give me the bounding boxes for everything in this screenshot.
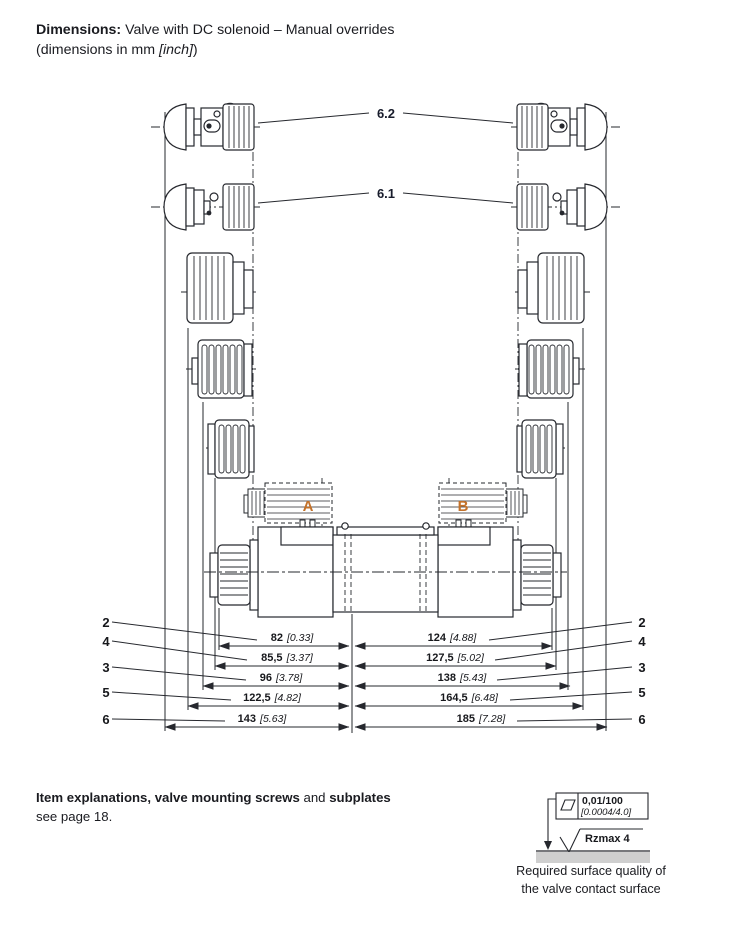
footer-note-line-1: Item explanations, valve mounting screws… xyxy=(36,788,391,807)
leader-arrow-icon xyxy=(544,841,552,850)
note-bold-1: Item explanations, valve mounting screws xyxy=(36,790,300,805)
manual-override-6-2 xyxy=(163,102,255,151)
item-number: 6 xyxy=(102,712,109,727)
surface-quality-symbol xyxy=(536,792,650,863)
subtitle-inch: [inch] xyxy=(159,42,193,58)
solenoid-coil-connector xyxy=(243,482,333,529)
callout-leaders xyxy=(111,112,633,722)
item-numbers-left: 2 4 3 5 6 xyxy=(102,615,110,727)
valve-body xyxy=(332,522,439,613)
roughness-value: Rzmax 4 xyxy=(585,833,631,845)
item-number: 2 xyxy=(102,615,109,630)
title-rest: Valve with DC solenoid – Manual override… xyxy=(121,22,395,38)
item-number: 5 xyxy=(638,685,645,700)
item-number: 3 xyxy=(638,660,645,675)
port-a-label: A xyxy=(303,498,314,515)
callout-6-2-label: 6.2 xyxy=(377,106,395,121)
dim-left-3: 122,5[4.82] xyxy=(243,692,302,704)
item-number: 4 xyxy=(638,634,646,649)
caption-line-2: the valve contact surface xyxy=(521,881,661,896)
item-number: 5 xyxy=(102,685,109,700)
dimension-values: 82[0.33] 124[4.88] 85,5[3.37] 127,5[5.02… xyxy=(238,632,507,725)
port-b-label: B xyxy=(458,498,469,515)
dim-left-2: 96[3.78] xyxy=(260,672,304,684)
title-line-2: (dimensions in mm [inch]) xyxy=(36,40,395,60)
knurled-knob-scalloped xyxy=(191,339,253,399)
caption-line-1: Required surface quality of xyxy=(516,864,666,878)
flatness-icon xyxy=(560,799,576,811)
contact-surface-bar xyxy=(536,852,650,863)
page-title: Dimensions: Valve with DC solenoid – Man… xyxy=(36,20,395,60)
item-number: 3 xyxy=(102,660,109,675)
flatness-tolerance-mm: 0,01/100 xyxy=(582,795,623,807)
footer-note: Item explanations, valve mounting screws… xyxy=(36,788,391,826)
item-number: 4 xyxy=(102,634,110,649)
title-bold: Dimensions: xyxy=(36,22,122,38)
note-plain: and xyxy=(299,790,330,805)
dim-right-0: 124[4.88] xyxy=(428,632,478,644)
item-number: 6 xyxy=(638,712,645,727)
subtitle-suffix: ) xyxy=(192,42,198,58)
roughness-check-icon xyxy=(559,828,581,854)
callout-6-1-label: 6.1 xyxy=(377,186,395,201)
dimension-lines xyxy=(164,642,608,731)
mounting-bolt-holes xyxy=(344,534,427,611)
dim-right-3: 164,5[6.48] xyxy=(440,692,499,704)
subtitle-prefix: (dimensions in mm xyxy=(36,42,159,58)
solenoid-assembly xyxy=(209,526,334,618)
dim-left-4: 143[5.63] xyxy=(238,713,288,725)
knurled-knob-small xyxy=(207,419,255,479)
footer-note-line-2: see page 18. xyxy=(36,809,113,824)
dim-right-1: 127,5[5.02] xyxy=(426,652,485,664)
surface-quality-caption: Required surface quality of the valve co… xyxy=(498,863,684,898)
title-line-1: Dimensions: Valve with DC solenoid – Man… xyxy=(36,20,395,40)
dim-left-0: 82[0.33] xyxy=(271,632,315,644)
manual-override-6-1 xyxy=(163,183,255,231)
knurled-knob-large xyxy=(186,252,254,324)
item-number: 2 xyxy=(638,615,645,630)
dim-left-1: 85,5[3.37] xyxy=(261,652,314,664)
dim-right-2: 138[5.43] xyxy=(438,672,488,684)
dim-right-4: 185[7.28] xyxy=(457,713,507,725)
valve-left-side-group xyxy=(151,102,334,731)
flatness-tolerance-inch: [0.0004/4.0] xyxy=(580,807,632,818)
note-bold-2: subplates xyxy=(329,790,391,805)
item-numbers-right: 2 4 3 5 6 xyxy=(638,615,646,727)
